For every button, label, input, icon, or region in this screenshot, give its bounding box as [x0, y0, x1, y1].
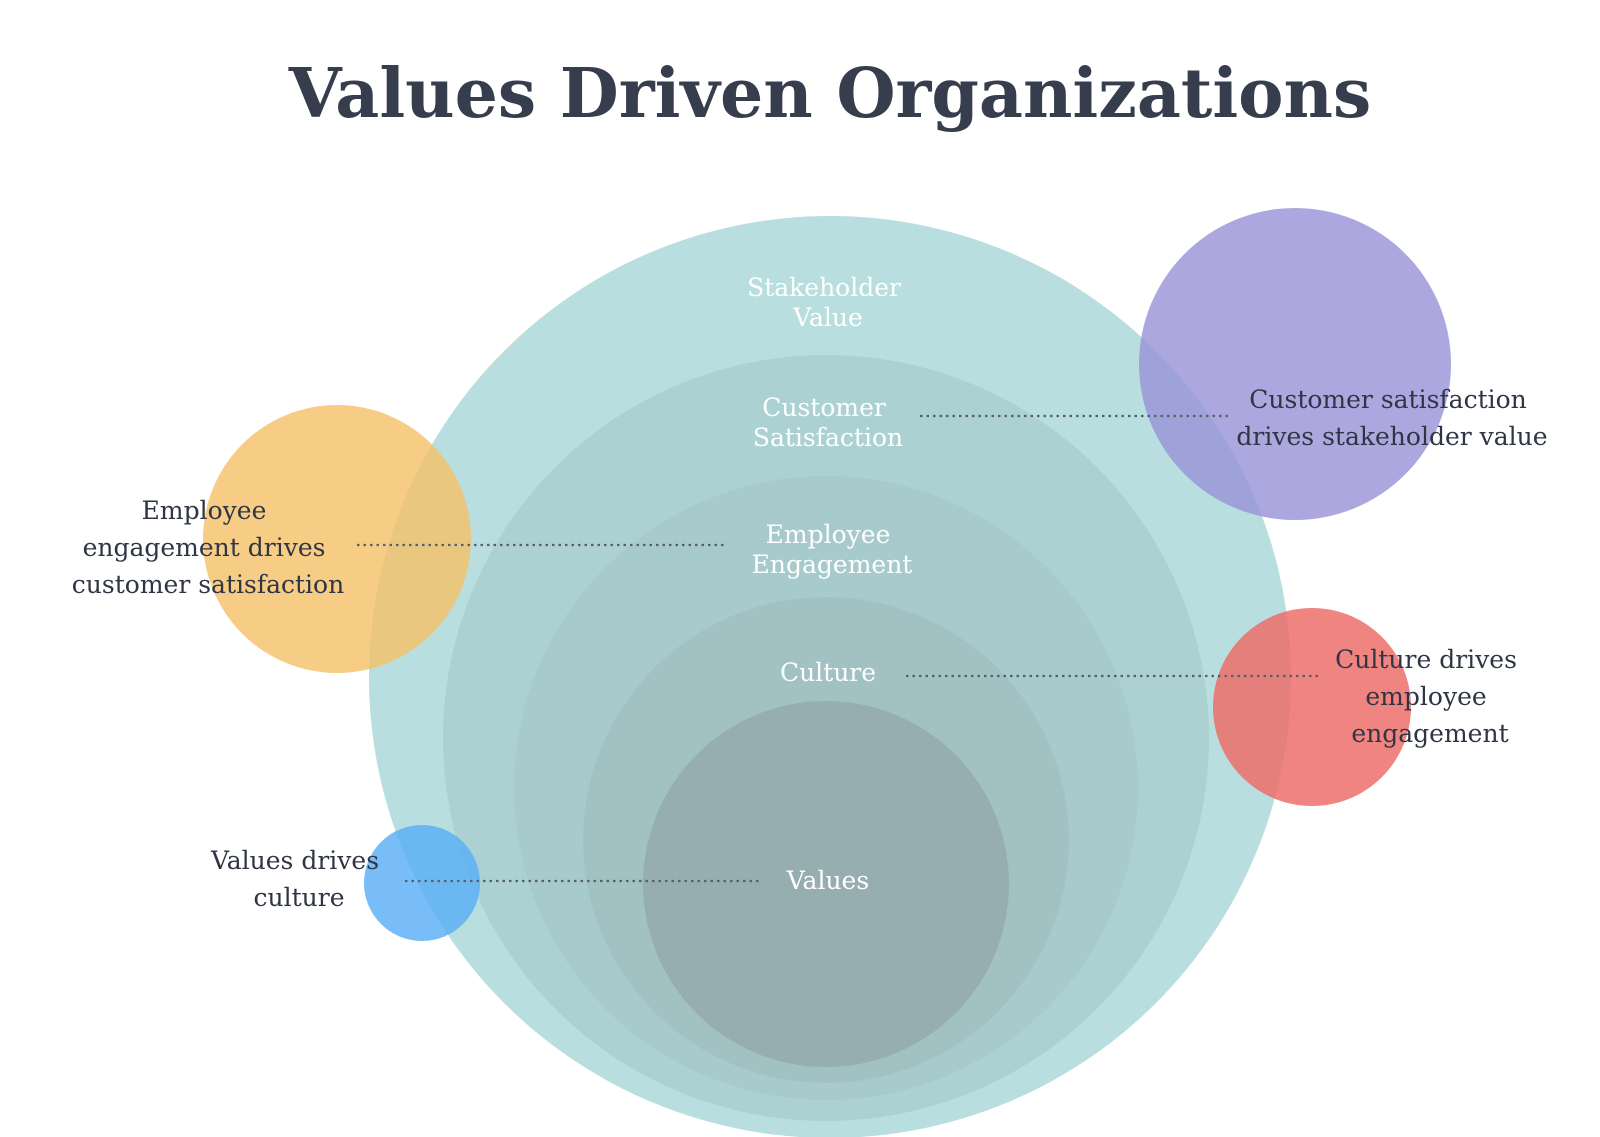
ring-values	[643, 701, 1009, 1067]
callout-employee-engagement: Employee engagement drives customer sati…	[72, 496, 344, 599]
page-title: Values Driven Organizations	[288, 54, 1372, 134]
red-accent-circle	[1213, 608, 1411, 806]
orange-accent-circle	[203, 405, 471, 673]
purple-accent-circle	[1139, 208, 1451, 520]
callout-values: Values drives culture	[210, 846, 387, 912]
label-values: Values	[786, 866, 869, 895]
label-culture: Culture	[780, 658, 876, 687]
label-customer-satisfaction: Customer Satisfaction	[753, 393, 903, 452]
label-employee-engagement: Employee Engagement	[752, 520, 913, 579]
blue-accent-circle	[364, 825, 480, 941]
callout-customer-satisfaction: Customer satisfaction drives stakeholder…	[1236, 385, 1547, 451]
label-stakeholder-value: Stakeholder Value	[747, 273, 909, 332]
callout-culture: Culture drives employee engagement	[1335, 645, 1525, 748]
